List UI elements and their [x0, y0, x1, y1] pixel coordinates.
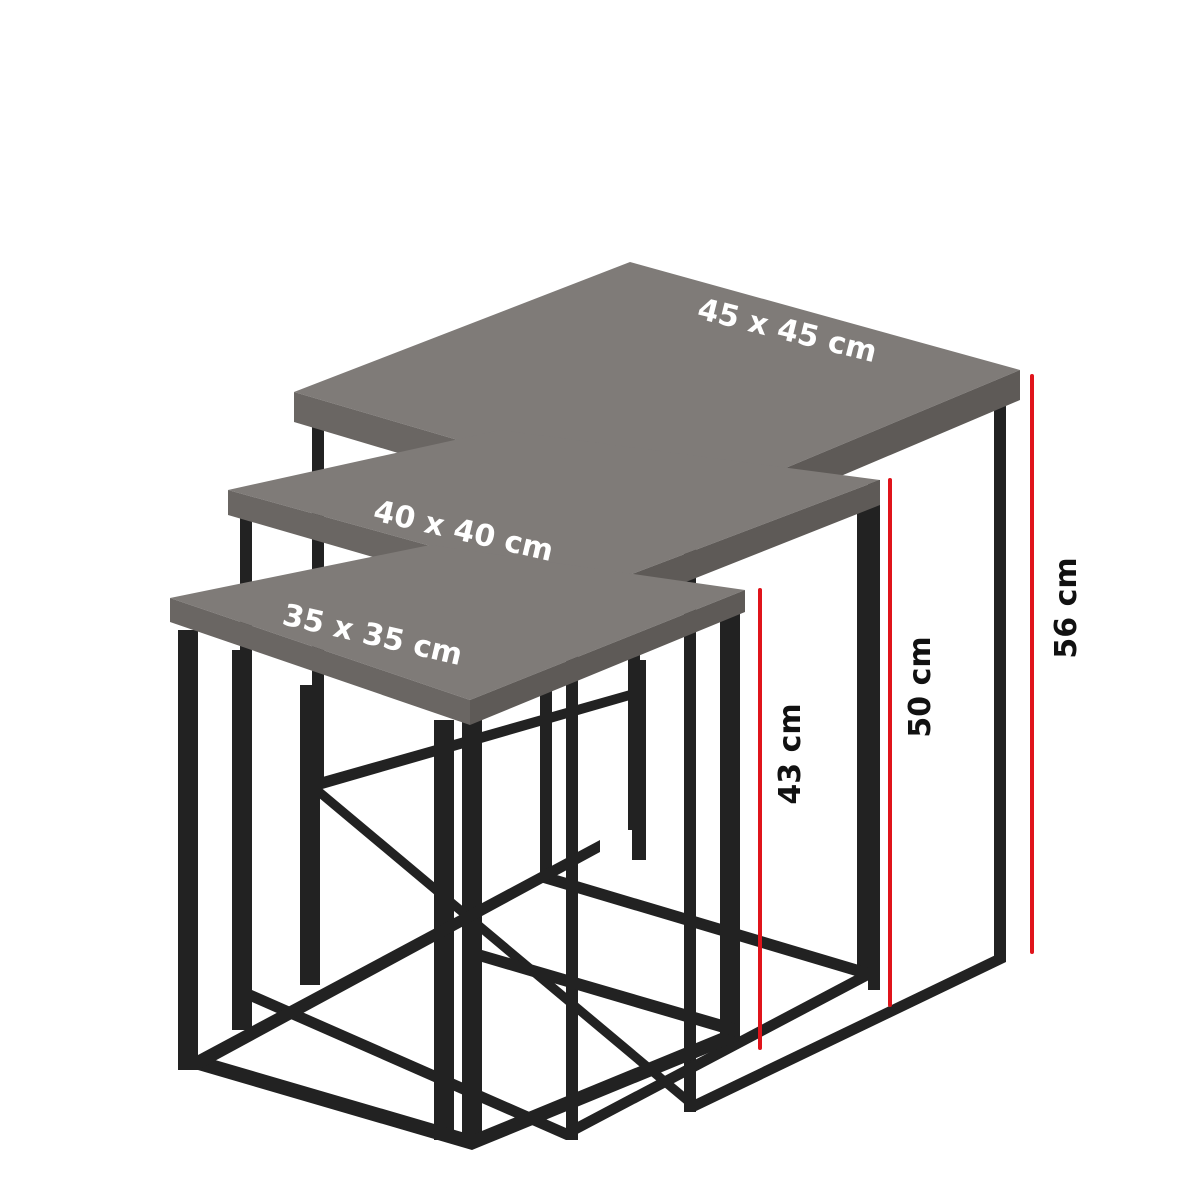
small-table-height-label: 43 cm — [773, 703, 808, 804]
medium-table-height-label: 50 cm — [903, 636, 938, 737]
height-measure-lines — [758, 374, 1034, 1050]
large-table-height-label: 56 cm — [1049, 557, 1084, 658]
small-table-top — [170, 545, 745, 725]
small-table — [170, 545, 745, 1150]
small-table-frame — [178, 610, 740, 1150]
